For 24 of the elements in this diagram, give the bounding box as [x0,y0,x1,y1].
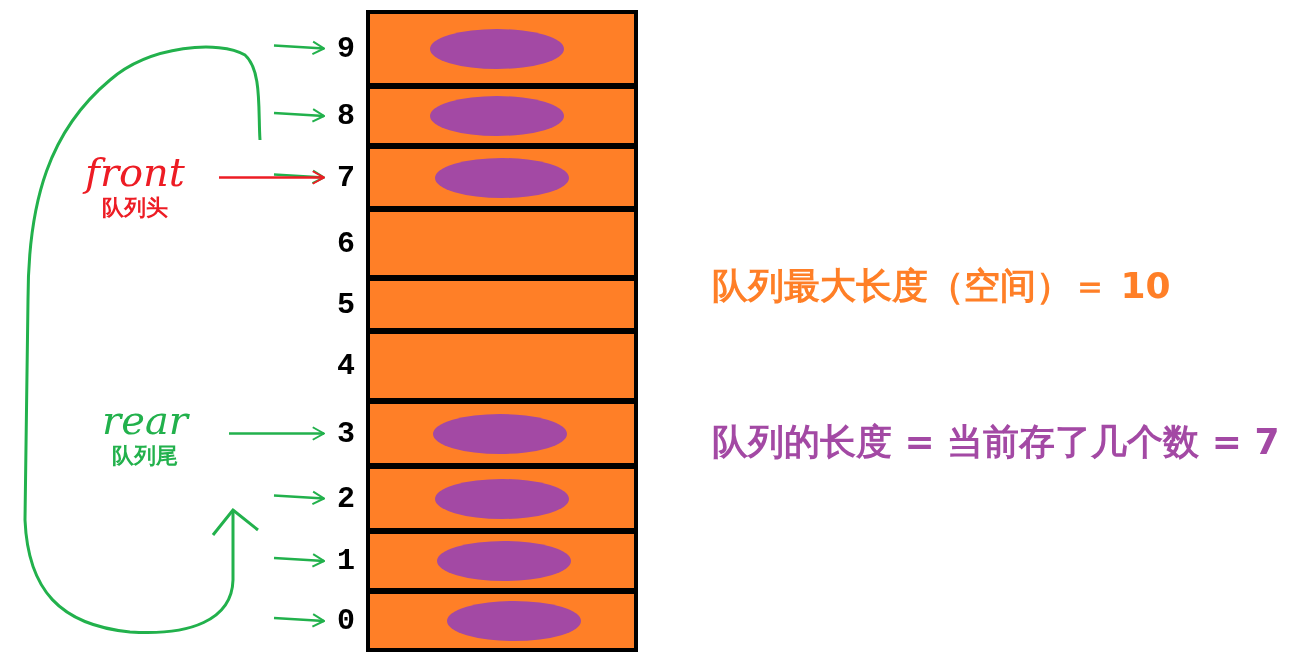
slot-index: 3 [336,416,356,451]
pointer-caption: 队列尾 [111,442,179,470]
arrow [273,108,325,123]
pointer-label: front [55,150,215,194]
pointer-caption: 队列头 [101,194,169,222]
arrow [273,40,325,56]
arrow [273,490,325,506]
slot-index: 5 [336,287,356,322]
arrow [219,170,325,185]
slot-index: 1 [336,544,356,578]
slot-index: 9 [336,31,356,66]
arrow [273,553,325,568]
slot-index: 6 [336,226,356,261]
arrow [273,613,325,628]
slot-index: 0 [336,604,356,638]
slot-index: 4 [336,349,356,383]
slot-index: 2 [336,481,356,516]
slot-index: 7 [336,160,356,195]
note-text: 队列最大长度（空间）＝ 10 [712,264,1171,308]
arrow [273,169,325,185]
slot-index: 8 [336,99,356,133]
note-text: 队列的长度 = 当前存了几个数 = 7 [712,420,1280,464]
arrow [229,426,325,441]
pointer-label: rear [101,398,191,442]
